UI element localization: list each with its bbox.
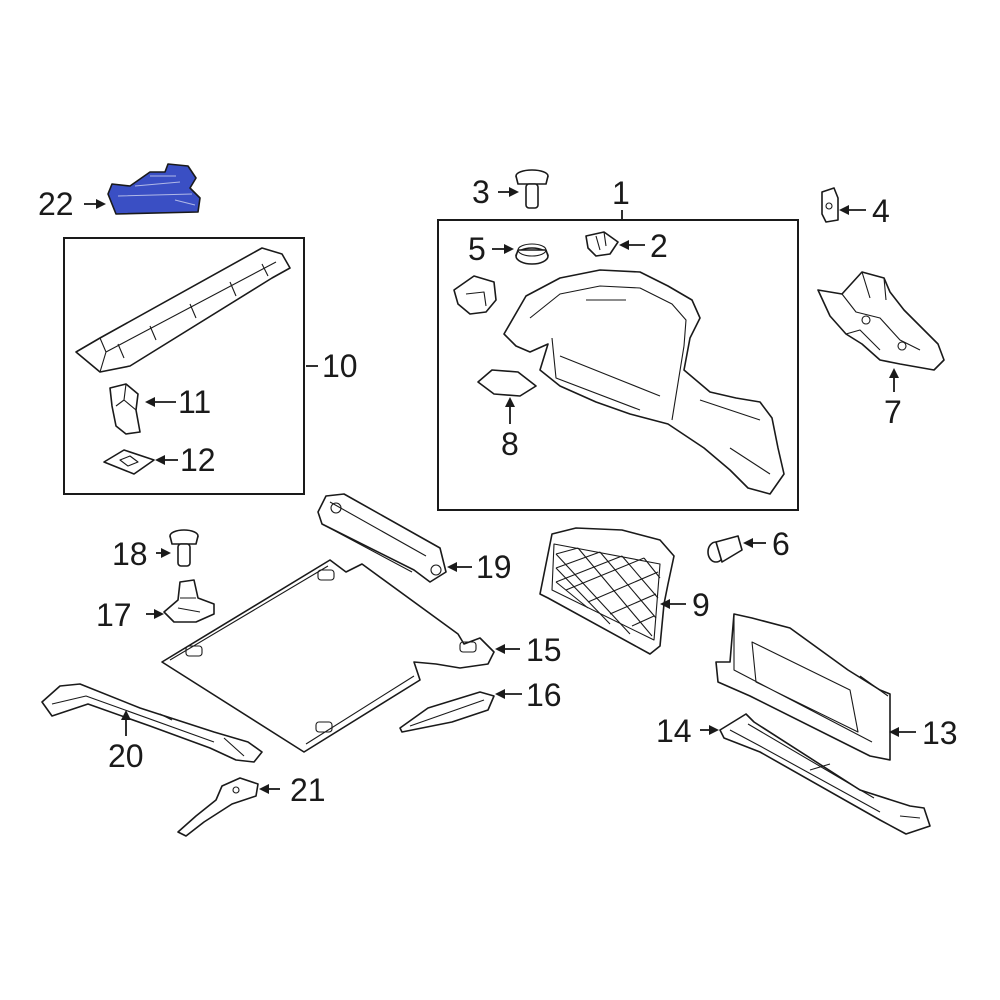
part-3-screw[interactable] xyxy=(515,169,549,209)
callout-22: 22 xyxy=(38,186,74,222)
part-2-clip[interactable] xyxy=(585,231,619,257)
part-18-screw[interactable] xyxy=(169,529,199,567)
callout-5: 5 xyxy=(468,231,486,267)
part-1-trunk-side-trim[interactable] xyxy=(503,269,785,495)
callout-11: 11 xyxy=(178,384,211,420)
callout-6: 6 xyxy=(772,526,790,562)
callout-1: 1 xyxy=(612,175,630,211)
part-13-back-panel[interactable] xyxy=(715,613,891,761)
part-22-highlighted[interactable] xyxy=(107,163,201,215)
callout-15: 15 xyxy=(526,632,562,668)
callout-20: 20 xyxy=(108,738,144,774)
part-10-sill-plate[interactable] xyxy=(75,247,291,373)
part-21-bracket[interactable] xyxy=(177,777,259,837)
callout-21: 21 xyxy=(290,772,326,808)
callout-19: 19 xyxy=(476,549,512,585)
callout-18: 18 xyxy=(112,536,148,572)
callout-4: 4 xyxy=(872,193,890,229)
part-19-trim-strip[interactable] xyxy=(317,493,447,583)
part-4-nut[interactable] xyxy=(821,187,839,223)
part-15-floor-mat[interactable] xyxy=(161,559,495,753)
part-17-bracket[interactable] xyxy=(163,579,215,623)
part-6-push-pin[interactable] xyxy=(707,535,743,563)
callout-2: 2 xyxy=(650,228,668,264)
callout-8: 8 xyxy=(501,426,519,462)
callout-7: 7 xyxy=(884,394,902,430)
callout-14: 14 xyxy=(656,713,692,749)
callout-13: 13 xyxy=(922,715,958,751)
part-12-pad[interactable] xyxy=(103,449,155,475)
part-20-rail[interactable] xyxy=(41,683,263,763)
part-1a-bracket[interactable] xyxy=(453,275,497,315)
callout-16: 16 xyxy=(526,677,562,713)
part-14-rail[interactable] xyxy=(719,713,931,835)
callout-17: 17 xyxy=(96,597,132,633)
part-8-cover[interactable] xyxy=(477,369,537,397)
callout-12: 12 xyxy=(180,442,216,478)
part-7-bracket[interactable] xyxy=(817,271,945,371)
callout-3: 3 xyxy=(472,174,490,210)
part-5-grommet[interactable] xyxy=(515,243,549,265)
callout-9: 9 xyxy=(692,587,710,623)
group-box-1 xyxy=(437,219,799,511)
part-16-panel[interactable] xyxy=(399,691,495,733)
part-11-clip[interactable] xyxy=(109,383,141,435)
callout-10: 10 xyxy=(322,348,358,384)
part-9-cargo-net[interactable] xyxy=(539,527,675,655)
group-box-10 xyxy=(63,237,305,495)
